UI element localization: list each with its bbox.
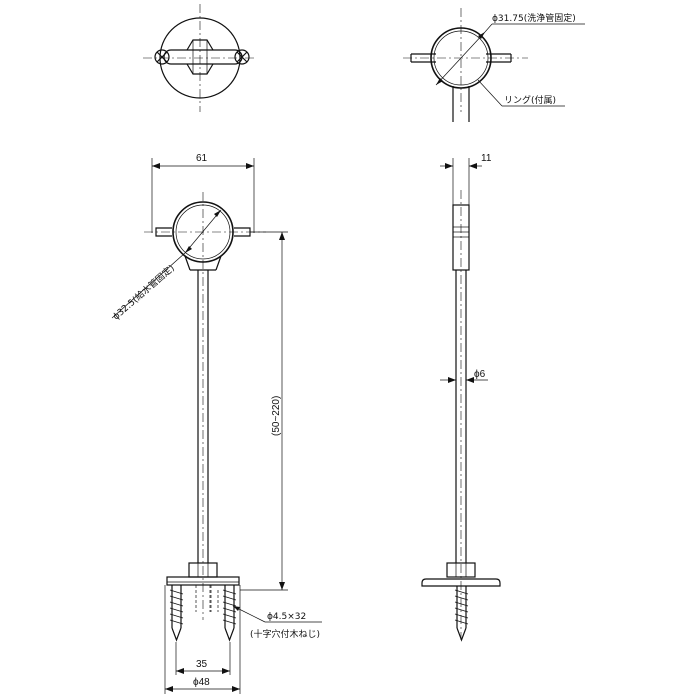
front-base-plate [166, 576, 240, 586]
width-35-label: 35 [196, 659, 208, 670]
height-range-label: (50~220) [271, 396, 282, 436]
base-diameter-label: ϕ48 [193, 677, 210, 688]
screw-size-label: ϕ4.5×32 [267, 612, 306, 622]
ring-note-label: リング(付属) [504, 94, 556, 106]
side-screw [454, 586, 469, 642]
side-view: 11 ϕ6 [421, 153, 501, 642]
ring-detail-view: ϕ31.75(洗浄管固定) リング(付属) [403, 8, 585, 122]
side-nut [446, 562, 476, 578]
top-plan-view [143, 4, 257, 112]
ring-diameter-flush-label: ϕ31.75(洗浄管固定) [492, 12, 576, 24]
width-11-label: 11 [481, 153, 492, 164]
width-61-label: 61 [196, 153, 208, 164]
round-base-plate [159, 17, 241, 99]
screw-head-left [154, 49, 170, 65]
ring-strap [163, 49, 243, 65]
rod-diameter-label: ϕ6 [474, 369, 486, 380]
ring-circle [430, 27, 492, 89]
side-base-plate [421, 578, 501, 587]
screw-head-right [234, 49, 250, 65]
front-screw-right [222, 585, 237, 642]
ring-diameter-supply-label: ϕ32.5(給水管固定) [110, 262, 177, 322]
front-view: 61 ϕ32.5(給水管固定) [110, 153, 322, 694]
screw-note-label: (十字穴付木ねじ) [250, 628, 320, 640]
front-screw-left [169, 585, 184, 642]
